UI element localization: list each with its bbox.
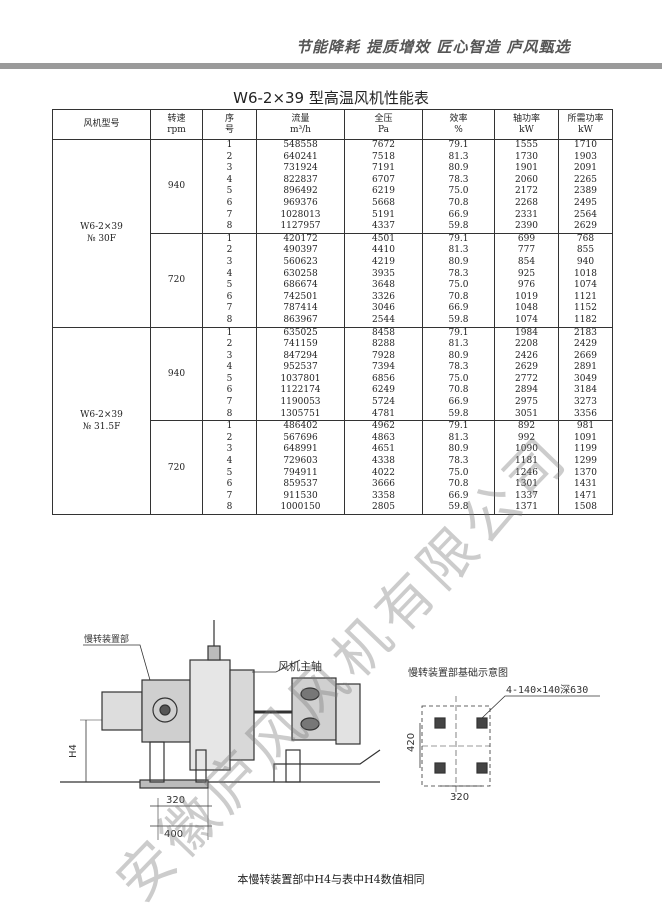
performance-table: 风机型号 转速 rpm 序 号 流量 m³/h 全压 Pa 效率 % 轴功率 k… [52,109,613,515]
page-title: W6-2×39 型高温风机性能表 [233,89,429,107]
seq-cell: 1 2 3 4 5 6 7 8 [202,139,257,234]
slow-turning-device-drawing: 慢转装置部 风机主轴 慢转装置部基础示意图 4-140×140深630 H4 3… [60,620,600,840]
dim-400: 400 [164,829,183,840]
rpm-cell: 940 [150,139,203,234]
pressure-cell: 7672 7518 7191 6707 6219 5668 5191 4337 [344,139,423,234]
flow-cell: 635025 741159 847294 952537 1037801 1122… [256,326,345,422]
required-power-cell: 768 855 940 1018 1074 1121 1152 1182 [558,232,613,328]
dim-320-left: 320 [166,795,185,806]
drawing-caption: 本慢转装置部中H4与表中H4数值相同 [237,873,425,886]
table-row: W6-2×39 № 30F 940 1 2 3 4 5 6 7 8 548558… [52,139,613,328]
header-shaft-power: 轴功率 kW [494,109,559,140]
required-power-cell: 981 1091 1199 1299 1370 1431 1471 1508 [558,420,613,515]
main-shaft-label: 风机主轴 [278,659,322,673]
table-row: 720 1 2 3 4 5 6 7 8 486402 567696 648991… [53,420,613,515]
left-device-label: 慢转装置部 [84,633,129,645]
seq-cell: 1 2 3 4 5 6 7 8 [202,232,257,328]
header-bar [0,63,662,69]
rpm-cell: 940 [150,326,203,422]
efficiency-cell: 79.1 81.3 80.9 78.3 75.0 70.8 66.9 59.8 [422,139,495,234]
header-seq: 序 号 [202,109,257,140]
flow-cell: 486402 567696 648991 729603 794911 85953… [256,420,345,515]
rpm-cell: 720 [150,420,203,515]
header-flow: 流量 m³/h [256,109,345,140]
shaft-power-cell: 1555 1730 1901 2060 2172 2268 2331 2390 [494,139,559,234]
pressure-cell: 8458 8288 7928 7394 6856 6249 5724 4781 [344,326,423,422]
header-required-power: 所需功率 kW [558,109,613,140]
dim-320-right: 320 [450,792,469,803]
seq-cell: 1 2 3 4 5 6 7 8 [202,326,257,422]
seq-cell: 1 2 3 4 5 6 7 8 [202,420,257,515]
table-header-row: 风机型号 转速 rpm 序 号 流量 m³/h 全压 Pa 效率 % 轴功率 k… [52,109,613,140]
shaft-power-cell: 1984 2208 2426 2629 2772 2894 2975 3051 [494,326,559,422]
flow-cell: 420172 490397 560623 630258 686674 74250… [256,232,345,328]
header-model: 风机型号 [52,109,151,140]
dim-420: 420 [406,733,417,752]
pressure-cell: 4962 4863 4651 4338 4022 3666 3358 2805 [344,420,423,515]
model-cell: W6-2×39 № 31.5F [52,326,151,515]
dim-h4: H4 [68,744,79,758]
foundation-title: 慢转装置部基础示意图 [408,666,508,679]
pressure-cell: 4501 4410 4219 3935 3648 3326 3046 2544 [344,232,423,328]
flow-cell: 548558 640241 731924 822837 896492 96937… [256,139,345,234]
shaft-power-cell: 699 777 854 925 976 1019 1048 1074 [494,232,559,328]
shaft-power-cell: 892 992 1090 1181 1246 1301 1337 1371 [494,420,559,515]
rpm-cell: 720 [150,232,203,328]
model-cell: W6-2×39 № 30F [52,139,151,328]
table-row: W6-2×39 № 31.5F 940 1 2 3 4 5 6 7 8 6350… [52,326,613,515]
header-speed: 转速 rpm [150,109,203,140]
hole-spec-label: 4-140×140深630 [506,684,588,696]
header-pressure: 全压 Pa [344,109,423,140]
efficiency-cell: 79.1 81.3 80.9 78.3 75.0 70.8 66.9 59.8 [422,420,495,515]
efficiency-cell: 79.1 81.3 80.9 78.3 75.0 70.8 66.9 59.8 [422,232,495,328]
efficiency-cell: 79.1 81.3 80.9 78.3 75.0 70.8 66.9 59.8 [422,326,495,422]
header-efficiency: 效率 % [422,109,495,140]
required-power-cell: 1710 1903 2091 2265 2389 2495 2564 2629 [558,139,613,234]
header-slogan: 节能降耗 提质增效 匠心智造 庐风甄选 [296,38,571,56]
required-power-cell: 2183 2429 2669 2891 3049 3184 3273 3356 [558,326,613,422]
